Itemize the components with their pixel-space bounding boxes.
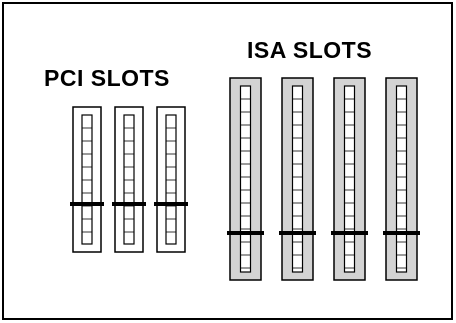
isa-slot-3 (331, 77, 368, 281)
pci-slot-2 (112, 106, 146, 253)
isa-slot-2 (279, 77, 316, 281)
isa-slot-connector (343, 85, 356, 273)
isa-slot-connector (395, 85, 408, 273)
pci-slots-label: PCI SLOTS (44, 65, 170, 91)
isa-slot-4 (383, 77, 420, 281)
pci-slot-1 (70, 106, 104, 253)
pci-slot-connector (81, 114, 93, 245)
isa-slot-1 (227, 77, 264, 281)
isa-slots-label: ISA SLOTS (247, 37, 373, 63)
pci-slot-connector (165, 114, 177, 245)
isa-slot-connector (239, 85, 252, 273)
isa-slot-connector (291, 85, 304, 273)
pci-slot-connector (123, 114, 135, 245)
pci-slot-3 (154, 106, 188, 253)
